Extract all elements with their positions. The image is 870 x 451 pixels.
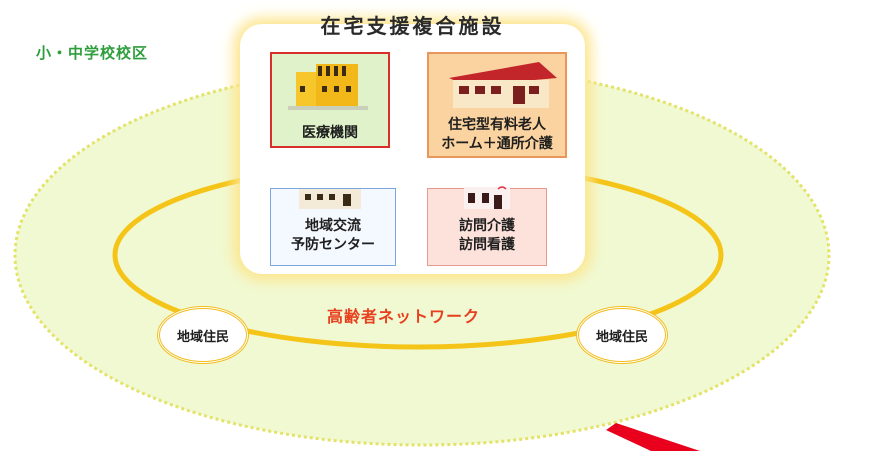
nursing-home-building-icon <box>449 62 557 108</box>
medical-institution-label: 医療機関 <box>302 125 358 141</box>
home-visit-care-label-2: 訪問看護 <box>459 237 515 253</box>
paid-nursing-home-card: 住宅型有料老人 ホーム＋通所介護 <box>427 52 567 158</box>
school-district-label: 小・中学校校区 <box>36 44 149 62</box>
complex-title: 在宅支援複合施設 <box>320 14 505 38</box>
community-exchange-label-1: 地域交流 <box>305 218 361 234</box>
local-resident-right: 地域住民 <box>576 306 668 364</box>
elderly-network-label: 高齢者ネットワーク <box>327 307 481 326</box>
clinic-building-icon <box>288 64 368 110</box>
pointer-arrow <box>606 423 700 451</box>
paid-nursing-home-label-1: 住宅型有料老人 <box>448 117 546 133</box>
community-exchange-label-2: 予防センター <box>291 237 375 253</box>
community-center-building-icon <box>299 189 361 209</box>
paid-nursing-home-label-2: ホーム＋通所介護 <box>441 136 553 152</box>
community-exchange-center-card: 地域交流 予防センター <box>270 188 396 266</box>
local-resident-left: 地域住民 <box>157 306 249 364</box>
home-visit-building-icon <box>464 186 510 209</box>
medical-institution-card: 医療機関 <box>270 52 390 148</box>
home-visit-care-label-1: 訪問介護 <box>459 218 515 234</box>
home-support-complex: 在宅支援複合施設 医療機関 住宅型有料老人 ホーム＋通所介護 <box>240 14 585 274</box>
home-visit-care-card: 訪問介護 訪問看護 <box>427 186 547 266</box>
